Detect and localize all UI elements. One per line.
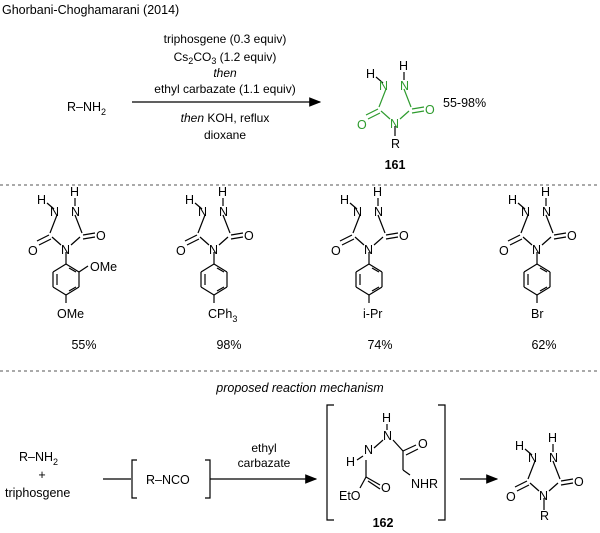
svg-text:H: H [218, 185, 227, 199]
svg-text:H: H [541, 185, 550, 199]
svg-text:N: N [374, 205, 383, 219]
product-n1: N [379, 79, 388, 93]
intermediate-162-bracket-right [438, 404, 446, 521]
svg-text:H: H [508, 193, 517, 207]
svg-text:O: O [381, 481, 391, 495]
svg-text:N: N [549, 451, 558, 465]
example-1-ome-para: OMe [57, 307, 84, 321]
compound-label-161: 161 [385, 158, 406, 172]
svg-text:H: H [340, 193, 349, 207]
svg-text:O: O [574, 475, 584, 489]
svg-text:O: O [399, 229, 409, 243]
svg-text:O: O [244, 229, 254, 243]
svg-text:N: N [528, 451, 537, 465]
svg-text:N: N [353, 205, 362, 219]
product-n4: N [390, 117, 399, 131]
svg-text:H: H [346, 455, 355, 469]
product-r: R [391, 137, 400, 151]
svg-text:H: H [70, 185, 79, 199]
example-1-structure: N N N H H O O [28, 185, 106, 303]
svg-text:N: N [532, 243, 541, 257]
mechanism-product-structure: N N N H H O O R [506, 431, 584, 523]
svg-text:N: N [219, 205, 228, 219]
mechanism-reactant-triphosgene: triphosgene [5, 486, 70, 500]
svg-text:O: O [499, 244, 509, 258]
svg-text:O: O [96, 229, 106, 243]
isocyanate-intermediate: R–NCO [146, 473, 190, 487]
svg-text:N: N [198, 205, 207, 219]
svg-text:N: N [364, 243, 373, 257]
example-3-substituent: i-Pr [363, 307, 382, 321]
svg-text:N: N [71, 205, 80, 219]
example-4-substituent: Br [531, 307, 544, 321]
svg-text:EtO: EtO [339, 489, 361, 503]
condition-line-2: Cs2CO3 (1.2 equiv) [174, 50, 277, 66]
intermediate-162-structure: H N N H O NHR O EtO [339, 411, 438, 503]
condition-line-1: triphosgene (0.3 equiv) [164, 32, 287, 46]
example-2-structure: N N N H H O O [176, 185, 254, 303]
product-161-structure: N N N H H O O R [357, 59, 435, 151]
svg-text:N: N [209, 243, 218, 257]
mechanism-plus: + [38, 468, 45, 482]
product-h1: H [366, 67, 375, 81]
reactant-amine: R–NH2 [67, 100, 106, 117]
svg-text:O: O [176, 244, 186, 258]
isocyanate-bracket-right [205, 459, 211, 499]
example-3-yield: 74% [367, 338, 392, 352]
svg-text:N: N [383, 429, 392, 443]
svg-text:N: N [61, 243, 70, 257]
svg-text:O: O [567, 229, 577, 243]
condition-line-5: then KOH, reflux [181, 111, 270, 125]
product-o1: O [357, 118, 367, 132]
svg-text:N: N [364, 443, 373, 457]
svg-text:N: N [542, 205, 551, 219]
reagent-ethyl: ethyl [251, 441, 276, 455]
example-4-structure: N N N H H O O [499, 185, 577, 303]
svg-text:O: O [418, 437, 428, 451]
svg-text:H: H [548, 431, 557, 445]
svg-text:H: H [185, 193, 194, 207]
example-1-ome-ortho: OMe [90, 260, 117, 274]
citation: Ghorbani-Choghamarani (2014) [2, 3, 179, 17]
svg-text:H: H [373, 185, 382, 199]
svg-text:N: N [539, 489, 548, 503]
example-3-structure: N N N H H O O [331, 185, 409, 303]
example-2-yield: 98% [216, 338, 241, 352]
mechanism-reactant-amine: R–NH2 [19, 450, 58, 467]
svg-text:N: N [50, 205, 59, 219]
condition-line-6: dioxane [204, 128, 246, 142]
mechanism-title: proposed reaction mechanism [215, 381, 383, 395]
intermediate-162-bracket-left [326, 404, 334, 521]
product-n2: N [400, 79, 409, 93]
product-h2: H [399, 59, 408, 73]
example-4-yield: 62% [531, 338, 556, 352]
svg-text:O: O [506, 490, 516, 504]
example-1-yield: 55% [71, 338, 96, 352]
svg-text:O: O [28, 244, 38, 258]
yield-range: 55-98% [443, 96, 486, 110]
svg-text:NHR: NHR [411, 477, 438, 491]
example-2-substituent: CPh3 [208, 307, 237, 324]
product-o2: O [425, 103, 435, 117]
svg-text:H: H [515, 439, 524, 453]
compound-label-162: 162 [373, 516, 394, 530]
condition-line-3: then [213, 66, 237, 80]
svg-text:R: R [540, 509, 549, 523]
condition-line-4: ethyl carbazate (1.1 equiv) [154, 82, 295, 96]
svg-text:N: N [521, 205, 530, 219]
svg-text:O: O [331, 244, 341, 258]
svg-text:H: H [382, 411, 391, 425]
reagent-carbazate: carbazate [238, 456, 291, 470]
isocyanate-bracket-left [131, 459, 137, 499]
svg-text:H: H [37, 193, 46, 207]
